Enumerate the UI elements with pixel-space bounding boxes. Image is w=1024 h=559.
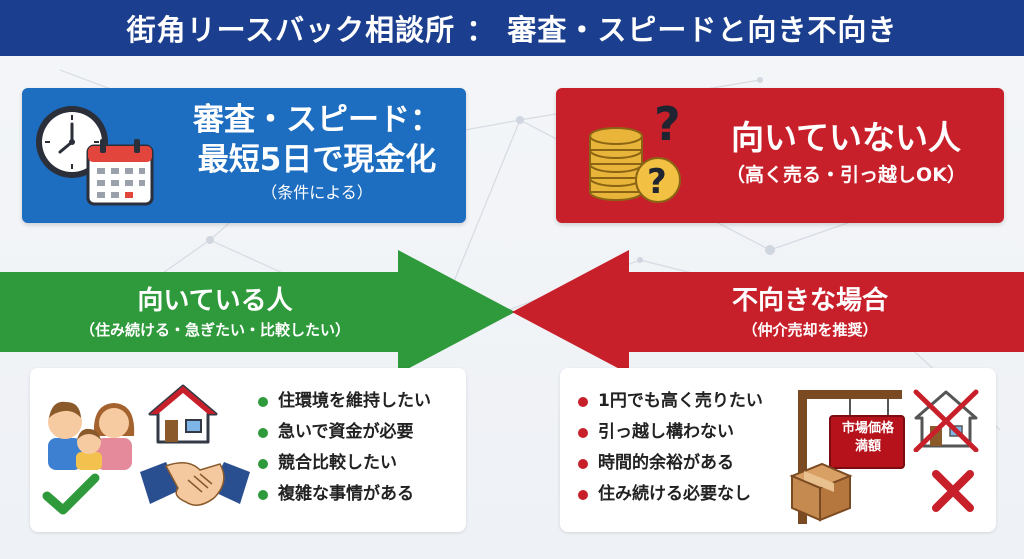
bullet-dot: [258, 459, 268, 469]
family-icon: [48, 401, 135, 470]
bullet-dot: [258, 428, 268, 438]
suited-list: 住環境を維持したい 急いで資金が必要 競合比較したい 複雑な事情がある: [258, 386, 431, 510]
list-item: 引っ越し構わない: [578, 417, 763, 448]
unsuited-list: 1円でも高く売りたい 引っ越し構わない 時間的余裕がある 住み続ける必要なし: [578, 386, 763, 510]
speed-text: 審査・スピード： 最短5日で現金化 （条件による）: [172, 100, 462, 206]
box-icon: [789, 462, 853, 522]
bullet-dot: [578, 397, 588, 407]
house-icon: [148, 384, 218, 444]
page-title: 街角リースバック相談所 ： 審査・スピードと向き不向き: [126, 13, 898, 47]
sign-text: 市場価格 満額: [832, 420, 904, 456]
list-item: 急いで資金が必要: [258, 417, 431, 448]
bullet-dot: [578, 459, 588, 469]
speed-heading-line1: 審査・スピード：: [193, 102, 441, 138]
suited-heading: 向いている人: [137, 286, 293, 316]
header-bar: 街角リースバック相談所 ： 審査・スピードと向き不向き: [0, 0, 1024, 56]
list-item: 住環境を維持したい: [258, 386, 431, 417]
sign-line1: 市場価格: [841, 421, 894, 436]
bullet-dot: [578, 428, 588, 438]
calendar-icon: [86, 139, 154, 206]
bullet-dot: [578, 490, 588, 500]
unsuited-note: （仲介売却を推奨）: [742, 321, 878, 339]
unsuited-heading: 不向きな場合: [731, 286, 888, 316]
unsuited-arrow-text: 不向きな場合 （仲介売却を推奨）: [640, 284, 980, 342]
not-suited-heading: 向いていない人: [730, 118, 961, 157]
crossed-house-icon: [913, 389, 979, 452]
list-item: 1円でも高く売りたい: [578, 386, 763, 417]
suited-arrow-text: 向いている人 （住み続ける・急ぎたい・比較したい）: [20, 284, 410, 342]
svg-text:?: ?: [647, 162, 667, 202]
bullet-dot: [258, 490, 268, 500]
unsuited-arrow: [512, 250, 1024, 374]
x-mark-icon: [932, 470, 974, 512]
speed-panel: 審査・スピード： 最短5日で現金化 （条件による）: [22, 88, 466, 223]
suited-card: 住環境を維持したい 急いで資金が必要 競合比較したい 複雑な事情がある: [30, 368, 466, 532]
checkmark-icon: [42, 473, 100, 515]
speed-note: （条件による）: [261, 183, 373, 202]
question-mark-icon: ? ?: [635, 97, 681, 203]
not-suited-text: 向いていない人 （高く売る・引っ越しOK）: [696, 116, 996, 190]
bullet-dot: [258, 397, 268, 407]
list-item: 競合比較したい: [258, 448, 431, 479]
suited-arrow: [0, 250, 515, 374]
sold-sign-icon: [798, 390, 905, 524]
list-item: 時間的余裕がある: [578, 448, 763, 479]
sign-line2: 満額: [854, 439, 881, 454]
unsuited-card: 1円でも高く売りたい 引っ越し構わない 時間的余裕がある 住み続ける必要なし 市…: [560, 368, 996, 532]
svg-text:?: ?: [654, 97, 681, 151]
not-suited-panel: ? ? 向いていない人 （高く売る・引っ越しOK）: [556, 88, 1004, 223]
speed-heading-line2: 最短5日で現金化: [197, 142, 437, 178]
not-suited-note: （高く売る・引っ越しOK）: [726, 164, 966, 186]
list-item: 住み続ける必要なし: [578, 479, 763, 510]
handshake-icon: [140, 462, 250, 506]
list-item: 複雑な事情がある: [258, 479, 431, 510]
suited-note: （住み続ける・急ぎたい・比較したい）: [79, 321, 350, 339]
